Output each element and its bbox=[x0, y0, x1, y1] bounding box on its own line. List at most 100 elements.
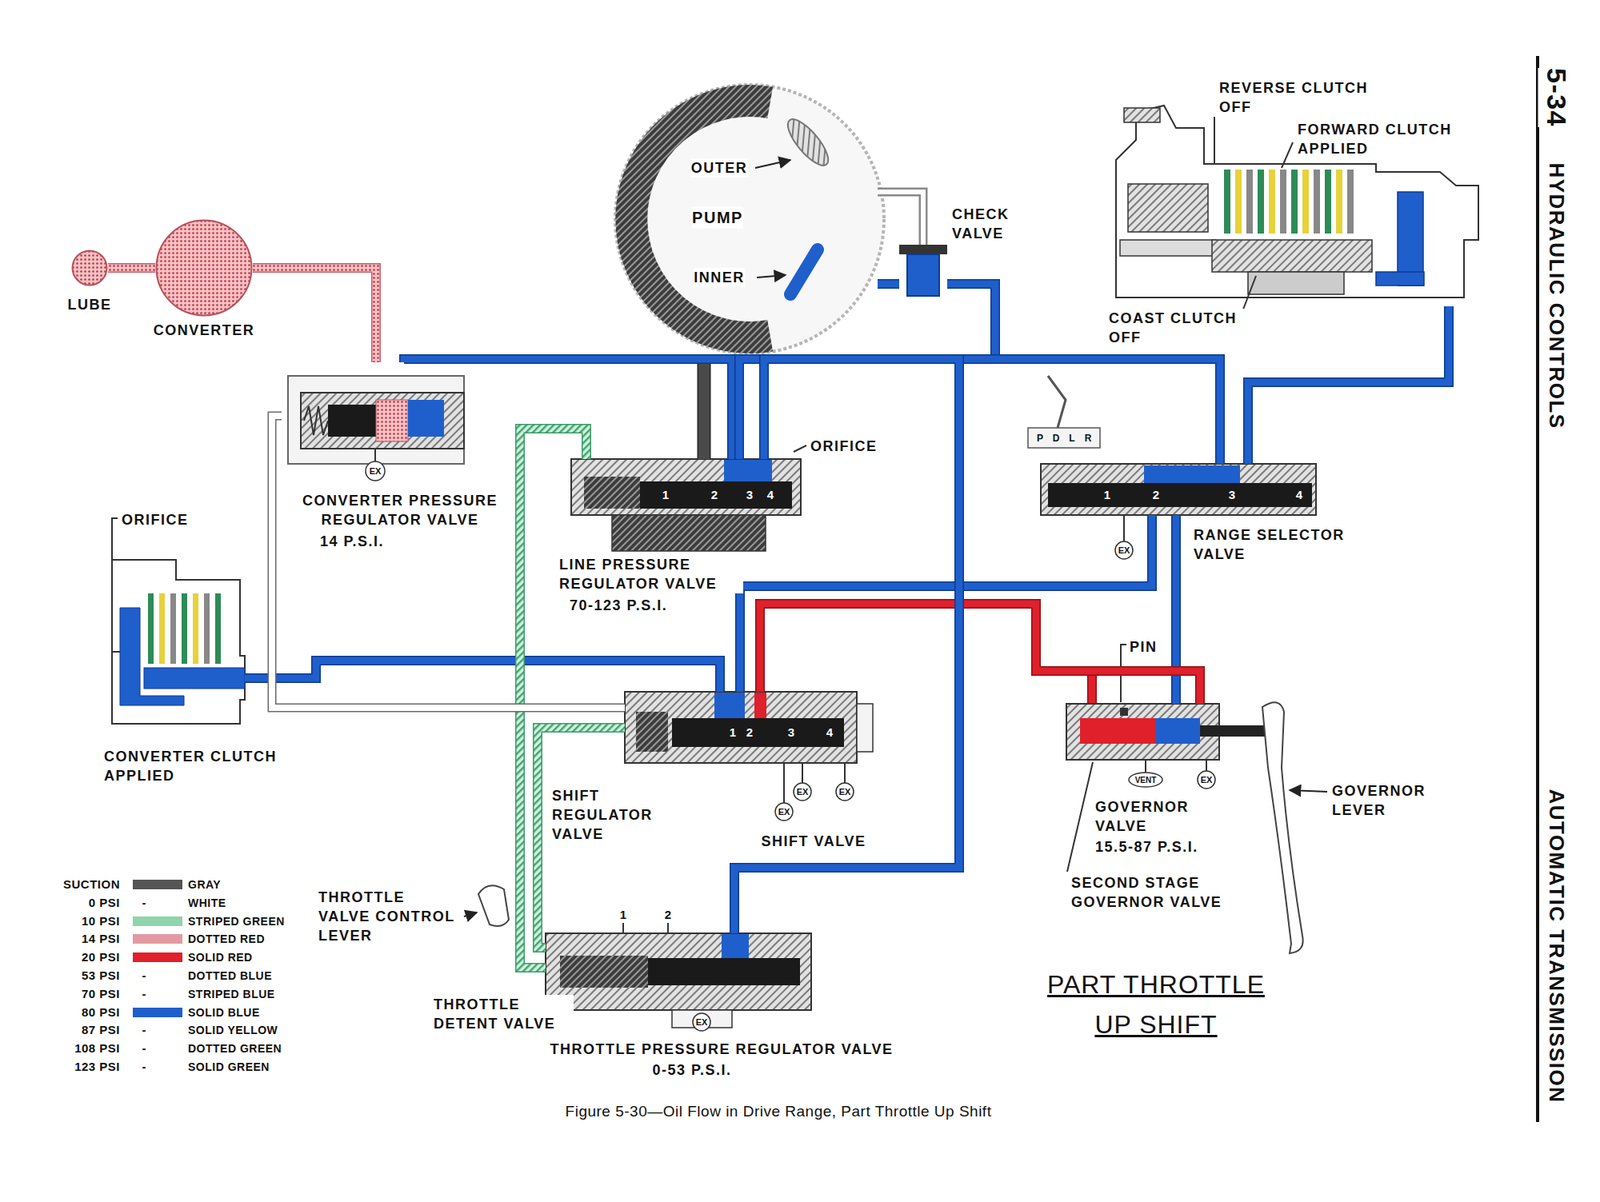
legend-color-name: SOLID GREEN bbox=[188, 1060, 270, 1075]
governor-drawing-part bbox=[1087, 671, 1097, 704]
converter-regulator-drawing-part bbox=[288, 376, 464, 464]
selector-valve: RANGE SELECTOR VALVE bbox=[1040, 464, 1316, 516]
clutch-drawing-part bbox=[1116, 105, 1479, 298]
throttle-valve-drawing-part bbox=[721, 934, 749, 959]
oil-line-edge bbox=[244, 660, 720, 692]
exhaust-port: EX bbox=[1118, 544, 1131, 557]
vent-port: VENT bbox=[1135, 775, 1157, 786]
shift-valve-drawing-part bbox=[636, 712, 668, 752]
legend-color-name: STRIPED BLUE bbox=[188, 987, 276, 1002]
converter-clutch-drawing-part bbox=[192, 593, 199, 664]
oil-line bbox=[244, 660, 720, 692]
range-selector-drawing-part bbox=[1048, 483, 1312, 508]
converter-clutch-drawing-part bbox=[170, 593, 176, 664]
governor-drawing-part bbox=[1080, 718, 1156, 744]
range-selector-drawing-part bbox=[1144, 465, 1240, 484]
oil-line-fill bbox=[760, 604, 1200, 704]
governor-drawing-part bbox=[1289, 790, 1328, 792]
converter-regulator-drawing-part bbox=[300, 392, 464, 449]
governor-drawing-part bbox=[1156, 718, 1200, 744]
governor-drawing-part bbox=[1200, 725, 1272, 737]
node-label: PUMP bbox=[692, 207, 744, 229]
pump-drawing bbox=[615, 84, 884, 354]
clutch-drawing-part bbox=[1248, 272, 1344, 295]
legend-dash: - bbox=[142, 968, 147, 984]
exhaust-port: EX bbox=[839, 786, 852, 799]
legend-swatch bbox=[132, 880, 183, 890]
clutch-drawing-part bbox=[1302, 169, 1309, 234]
line-regulator-drawing-part bbox=[612, 515, 766, 552]
oil-line bbox=[734, 359, 960, 934]
node-label: LUBE bbox=[68, 295, 112, 315]
exhaust-port: EX bbox=[778, 806, 791, 819]
legend-dash: - bbox=[142, 1040, 147, 1057]
page-rule bbox=[1537, 56, 1539, 1123]
callout-number: 3 bbox=[1228, 487, 1236, 504]
governor-drawing-part bbox=[1128, 772, 1163, 788]
range-selector-drawing-part bbox=[1048, 376, 1066, 428]
node-label: SECOND STAGE GOVERNOR VALVE bbox=[1071, 873, 1256, 912]
clutch-drawing-part bbox=[1212, 240, 1372, 272]
pump-drawing-part bbox=[755, 160, 791, 168]
page-number: 5-34 bbox=[1538, 68, 1575, 128]
throttle-valve-drawing-part bbox=[560, 956, 648, 988]
node-label: THROTTLE DETENT VALVE bbox=[433, 995, 574, 1034]
clutch-drawing-part bbox=[1347, 169, 1354, 234]
clutch-drawing-part bbox=[1246, 169, 1253, 234]
legend-dash: - bbox=[142, 1022, 147, 1039]
figure-caption: Figure 5-30—Oil Flow in Drive Range, Par… bbox=[565, 1101, 992, 1122]
shift-valve: SHIFT REGULATOR VALVESHIFT VALVE bbox=[624, 692, 857, 764]
oil-line-fill bbox=[877, 280, 900, 288]
throttle-valve-drawing-part bbox=[623, 923, 668, 934]
range-mark: D bbox=[1052, 432, 1060, 445]
callout-number: 1 bbox=[662, 487, 669, 504]
clutch-drawing-part bbox=[1376, 272, 1424, 286]
governor-valve: GOVERNOR VALVE15.5-87 P.S.I.SECOND STAGE… bbox=[1066, 704, 1220, 760]
node-label: SHIFT VALVE bbox=[761, 832, 867, 852]
range-mark: R bbox=[1084, 432, 1092, 445]
node-label: 70-123 P.S.I. bbox=[569, 596, 668, 616]
converter-regulator-drawing-part bbox=[304, 406, 328, 436]
legend-text: 20 PSI bbox=[81, 950, 120, 965]
section-heading: HYDRAULIC CONTROLS bbox=[1542, 162, 1571, 429]
range-selector-drawing-part bbox=[1123, 515, 1125, 542]
converter-clutch-drawing-part bbox=[215, 593, 221, 664]
node-label: FORWARD CLUTCH APPLIED bbox=[1297, 120, 1470, 159]
throttle-valve-drawing-part bbox=[464, 912, 477, 917]
legend-text: 70 PSI bbox=[81, 987, 120, 1002]
node-label: CONVERTER CLUTCH APPLIED bbox=[104, 747, 304, 786]
oil-line-fill bbox=[1248, 306, 1449, 464]
oil-line-fill bbox=[734, 359, 960, 934]
oil-pump: OUTERPUMPINNER bbox=[612, 81, 878, 357]
shift-valve-drawing-part bbox=[624, 692, 857, 764]
throttle-valve-drawing-part bbox=[648, 958, 800, 986]
callout-number: 3 bbox=[788, 724, 795, 741]
circle-outline bbox=[71, 249, 108, 287]
check-valve-drawing-part bbox=[899, 244, 948, 255]
governor-drawing-part bbox=[1066, 704, 1220, 760]
part-label: GOVERNOR LEVER bbox=[1332, 781, 1452, 820]
node-label: LINE PRESSURE REGULATOR VALVE bbox=[559, 555, 744, 594]
line-regulator-drawing-part bbox=[640, 481, 792, 509]
oil-line bbox=[252, 268, 376, 363]
clutch-drawing-part bbox=[1241, 276, 1256, 314]
converter-regulator-drawing-part bbox=[328, 404, 376, 437]
governor-drawing-part bbox=[1262, 702, 1304, 954]
node-label: CHECK VALVE bbox=[952, 204, 1032, 244]
oil-line bbox=[704, 356, 705, 460]
oil-line bbox=[760, 604, 1200, 704]
clutch-drawing-part bbox=[1235, 169, 1242, 234]
callout-number: 2 bbox=[746, 724, 753, 741]
node-label: OUTER bbox=[691, 158, 748, 178]
exhaust-port: EX bbox=[696, 1016, 708, 1029]
line-regulator-drawing-part bbox=[571, 459, 801, 516]
legend-text: 10 PSI bbox=[81, 914, 120, 929]
legend-swatch bbox=[132, 1008, 183, 1018]
clutch-drawing-part bbox=[1268, 169, 1276, 234]
pump-drawing-part bbox=[615, 84, 884, 354]
node-label: RANGE SELECTOR VALVE bbox=[1193, 525, 1374, 564]
converter-regulator-drawing bbox=[288, 376, 464, 481]
governor-drawing-part bbox=[1088, 671, 1096, 704]
converter-clutch-drawing-part bbox=[112, 518, 120, 652]
